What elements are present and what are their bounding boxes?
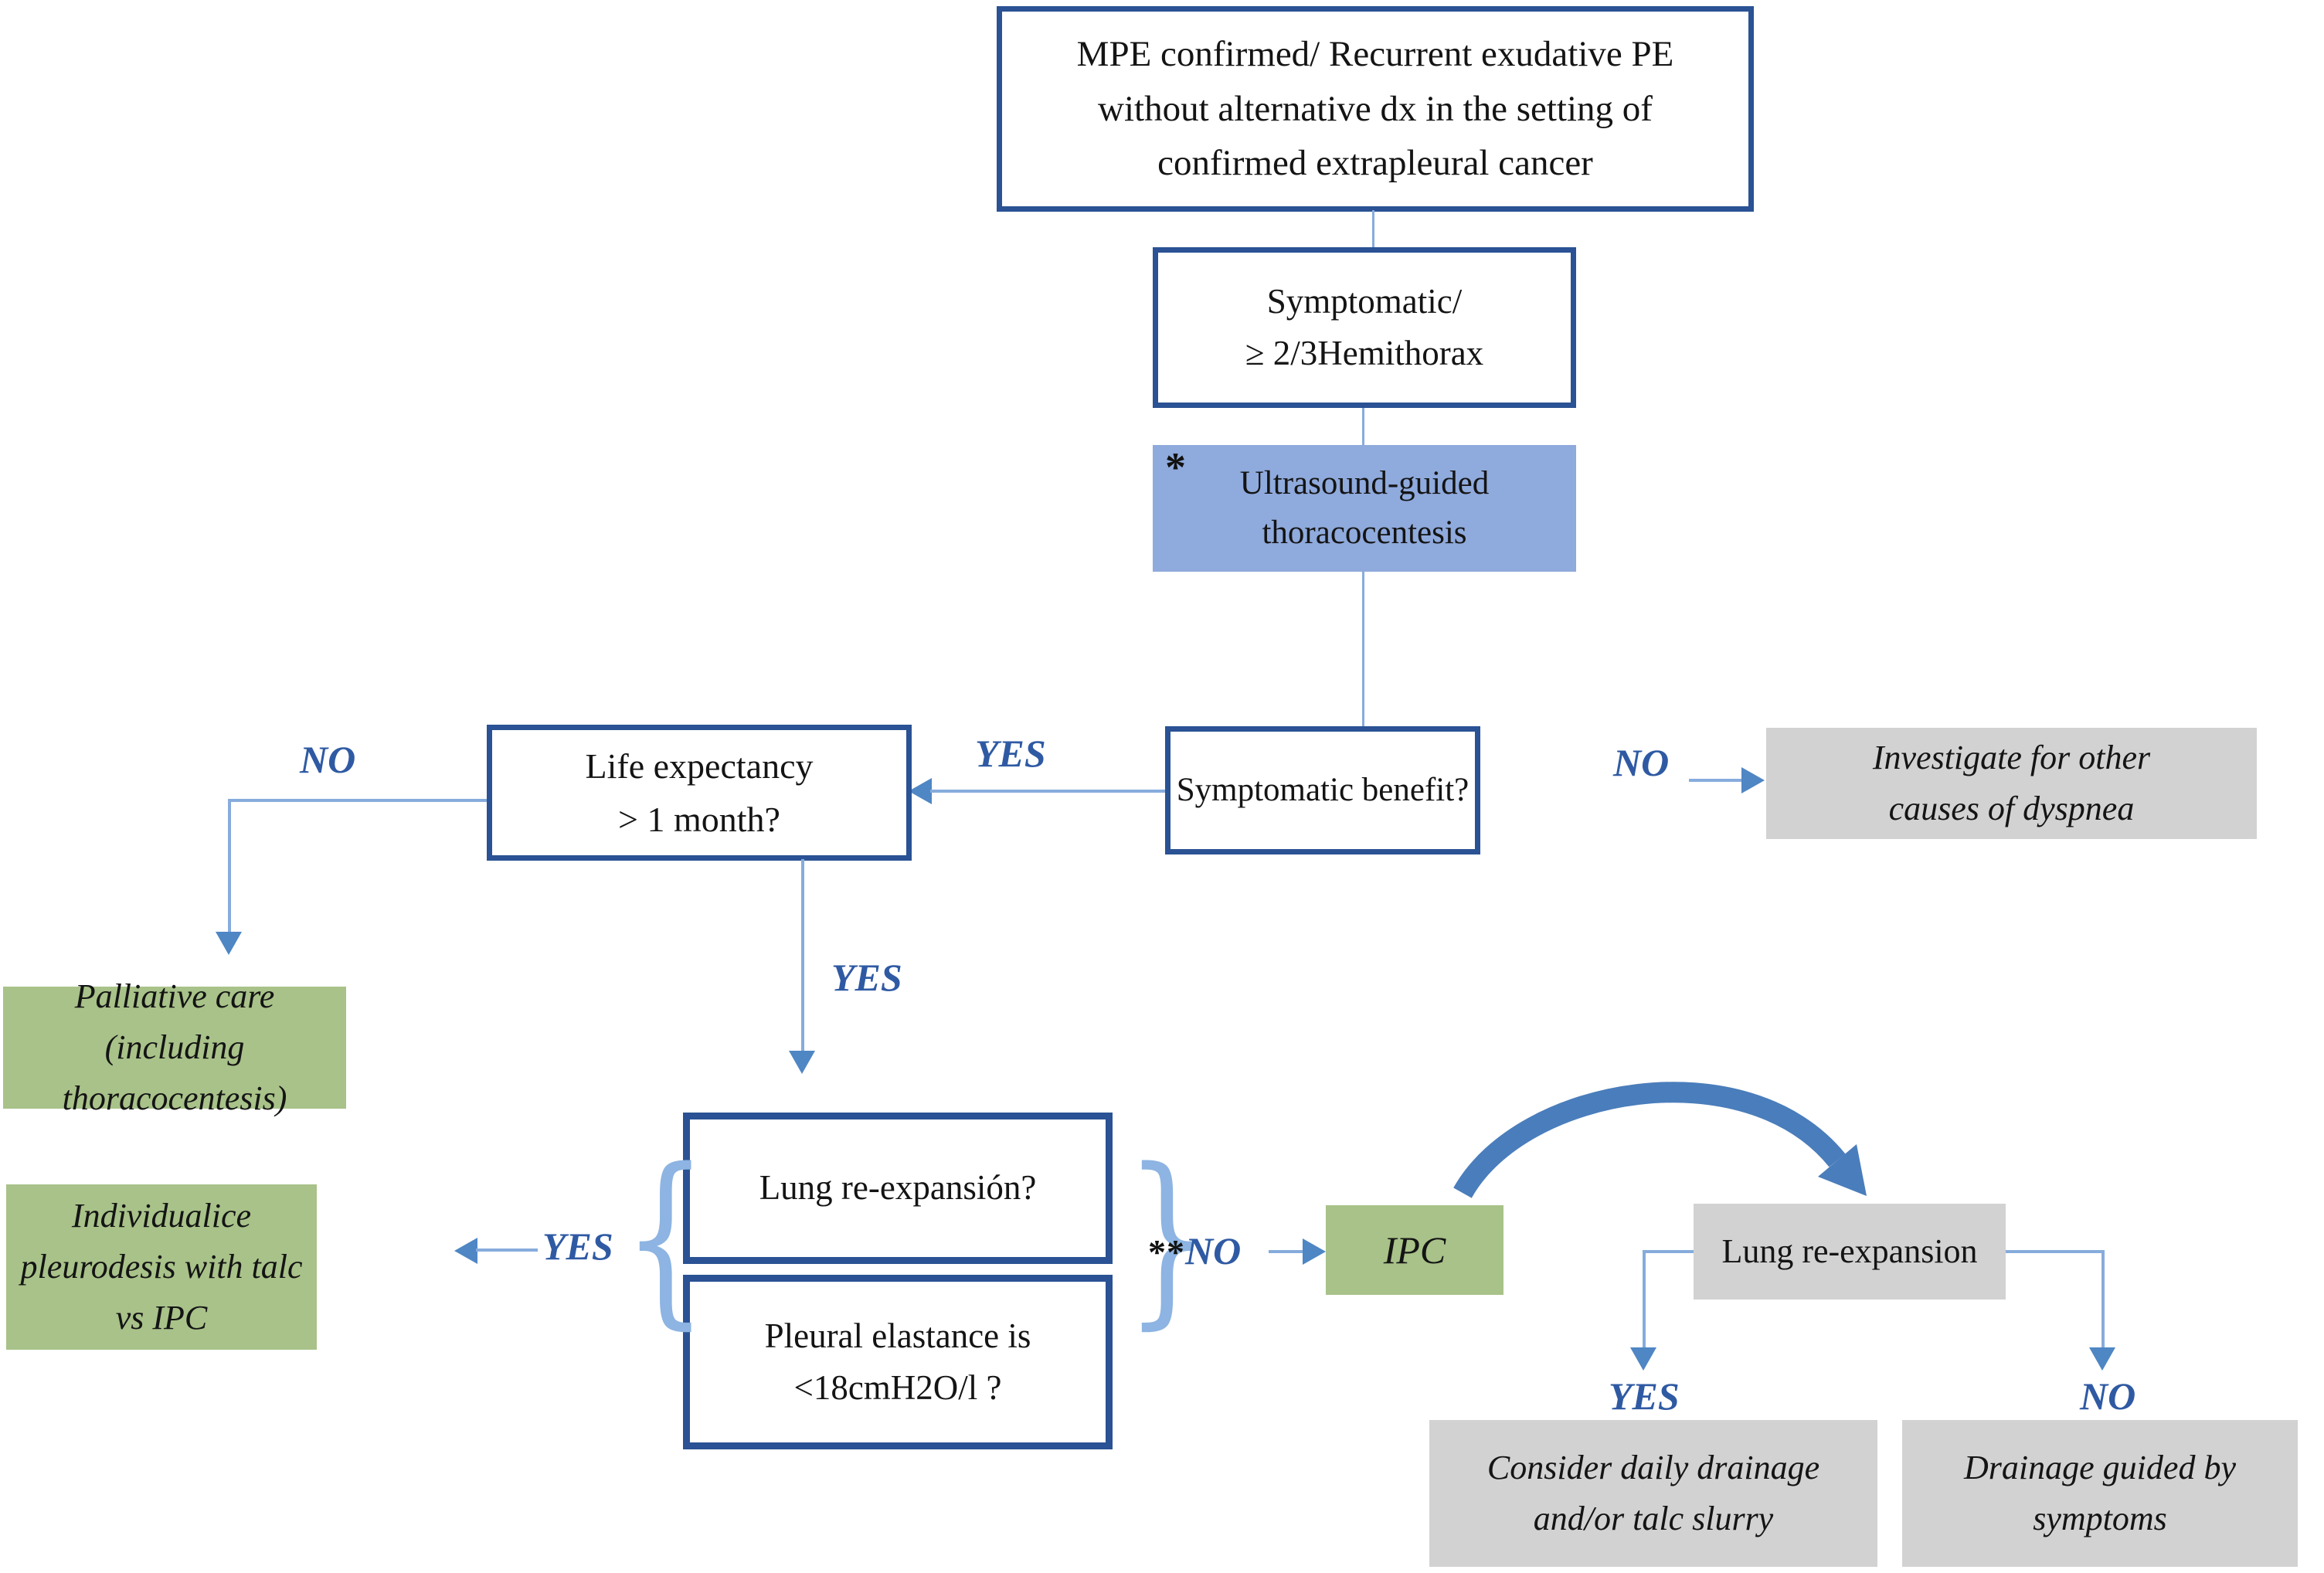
node-ipc: IPC bbox=[1326, 1205, 1503, 1295]
arrowhead-left-icon bbox=[909, 778, 932, 804]
connector-yes-branch-horizontal bbox=[1644, 1250, 1694, 1253]
arrowhead-down-icon bbox=[789, 1051, 815, 1074]
label-yes-to-lung-question: YES bbox=[831, 956, 902, 999]
label-no-to-investigate: NO bbox=[1613, 741, 1670, 784]
connector-symptomatic-to-ultrasound bbox=[1362, 408, 1364, 445]
connector-no-horizontal bbox=[229, 799, 487, 802]
node-ultrasound-thoracocentesis: * Ultrasound-guided thoracocentesis bbox=[1153, 445, 1576, 572]
label-no-to-palliative: NO bbox=[300, 738, 356, 781]
label-yes-to-pleurodesis: YES bbox=[542, 1225, 613, 1268]
node-consider-daily-drainage: Consider daily drainage and/or talc slur… bbox=[1429, 1420, 1877, 1567]
node-pleural-elastance: Pleural elastance is <18cmH2O/l ? bbox=[683, 1275, 1113, 1449]
arrowhead-down-icon bbox=[216, 932, 242, 955]
arrow-line-yes-to-pleurodesis bbox=[476, 1249, 538, 1252]
brace-right: } bbox=[1125, 1130, 1211, 1347]
connector-mpe-to-symptomatic bbox=[1372, 210, 1374, 247]
node-lung-reexpansion-question: Lung re-expansión? bbox=[683, 1113, 1113, 1264]
arrowhead-left-icon bbox=[454, 1238, 477, 1264]
arrowhead-right-icon bbox=[1303, 1238, 1326, 1265]
arrowhead-right-icon bbox=[1741, 767, 1765, 793]
arrowhead-down-icon bbox=[2089, 1347, 2115, 1371]
connector-no-branch-horizontal bbox=[2006, 1250, 2105, 1253]
node-symptomatic-hemithorax: Symptomatic/ ≥ 2/3Hemithorax bbox=[1153, 247, 1576, 408]
node-symptomatic-benefit: Symptomatic benefit? bbox=[1165, 726, 1480, 854]
label-yes-to-daily-drainage: YES bbox=[1609, 1374, 1680, 1418]
curved-arrow-ipc-to-lung bbox=[1453, 1082, 1867, 1198]
connector-yes-branch-vertical bbox=[1643, 1250, 1646, 1349]
node-individualice-pleurodesis: Individualice pleurodesis with talc vs I… bbox=[6, 1184, 317, 1350]
connector-no-branch-vertical bbox=[2101, 1250, 2105, 1349]
label-no-to-symptom-drainage: NO bbox=[2080, 1374, 2136, 1418]
connector-ultrasound-to-benefit bbox=[1362, 572, 1364, 726]
double-asterisk-footnote-marker: ** bbox=[1148, 1232, 1185, 1272]
label-yes-to-life-expectancy: YES bbox=[975, 732, 1046, 775]
connector-yes-vertical bbox=[801, 859, 804, 1052]
node-mpe-confirmed: MPE confirmed/ Recurrent exudative PE wi… bbox=[997, 6, 1754, 212]
node-palliative-care: Palliative care (including thoracocentes… bbox=[3, 977, 346, 1117]
arrow-line-yes-to-life-expectancy bbox=[930, 790, 1165, 793]
node-lung-reexpansion-check: Lung re-expansion bbox=[1694, 1204, 2006, 1300]
arrow-line-no-to-investigate bbox=[1689, 779, 1743, 782]
no-ipc-text: NO bbox=[1185, 1229, 1242, 1272]
connector-no-vertical bbox=[228, 799, 231, 933]
node-life-expectancy: Life expectancy > 1 month? bbox=[487, 725, 912, 861]
brace-left: { bbox=[623, 1130, 708, 1347]
arrowhead-down-icon bbox=[1630, 1347, 1656, 1371]
arrow-line-no-to-ipc bbox=[1269, 1250, 1304, 1253]
node-investigate-dyspnea: Investigate for other causes of dyspnea bbox=[1766, 728, 2257, 839]
node-drainage-guided-by-symptoms: Drainage guided by symptoms bbox=[1902, 1420, 2298, 1567]
asterisk-footnote-marker: * bbox=[1165, 444, 1186, 491]
ultrasound-label: Ultrasound-guided thoracocentesis bbox=[1239, 464, 1490, 552]
label-no-to-ipc: **NO bbox=[1148, 1232, 1241, 1270]
